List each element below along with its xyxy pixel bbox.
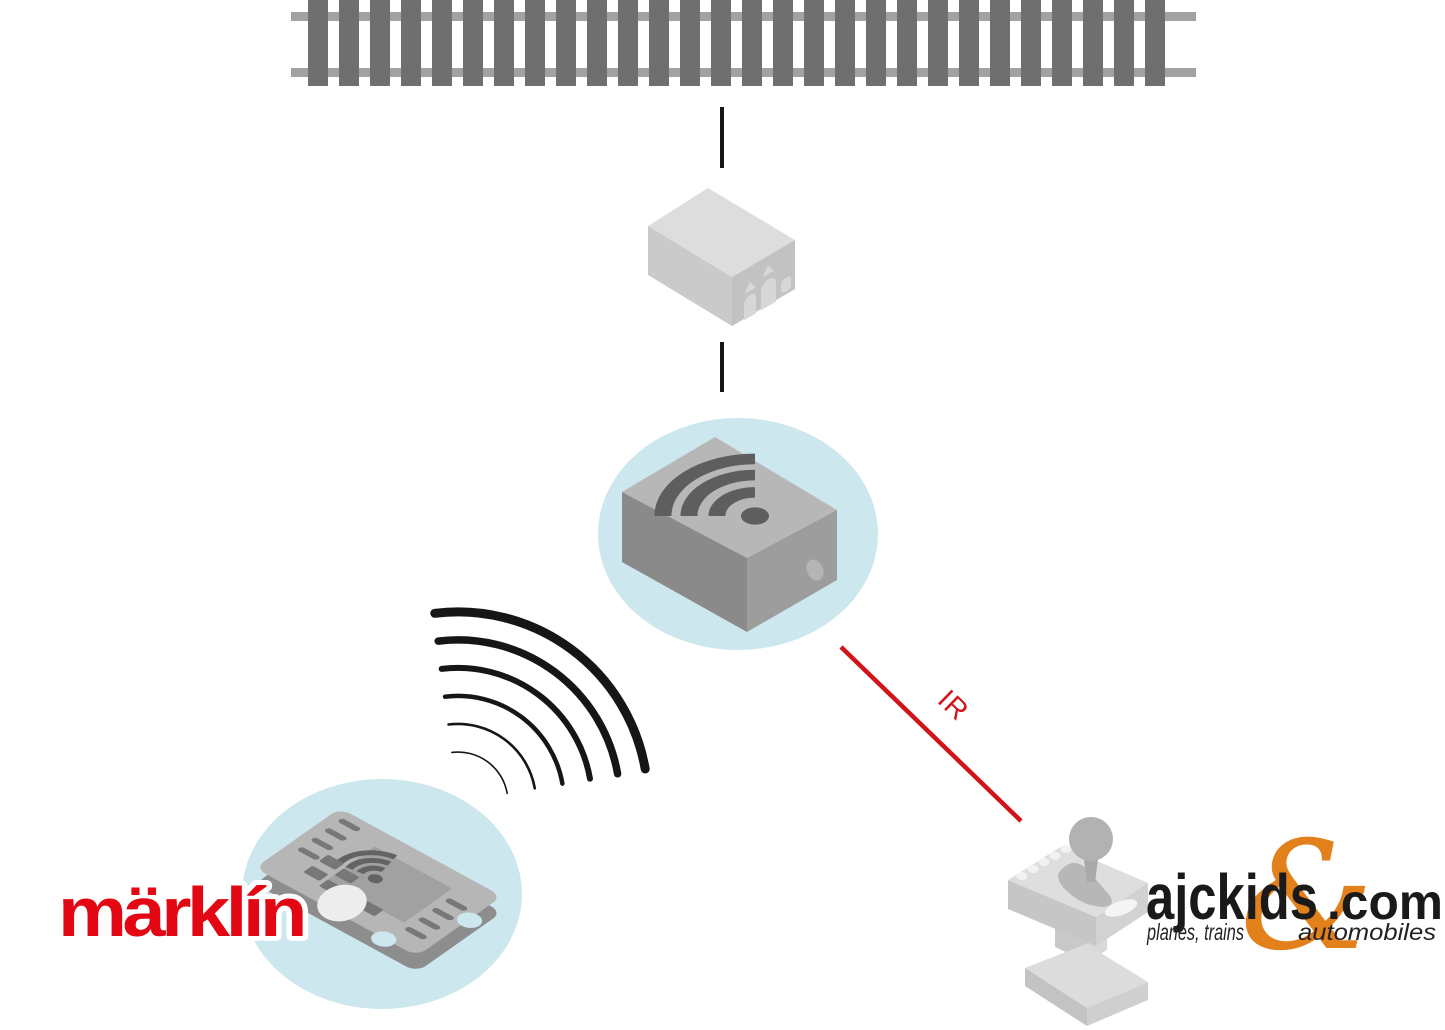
transformer-connector-symbols <box>744 265 791 321</box>
track-icon <box>291 0 1196 86</box>
joystick-ball <box>1069 817 1113 861</box>
joystick-buttons <box>1016 845 1072 880</box>
transformer-left-face <box>648 226 732 326</box>
joystick-base-left <box>1025 968 1087 1026</box>
wifi-icon-small <box>334 850 398 884</box>
ir-line <box>839 645 1023 823</box>
ir-link: IR <box>839 645 1023 823</box>
joystick-icon <box>1008 817 1148 1026</box>
ajckids-logo: & ajckids .com planes, trains automobile… <box>1146 810 1443 984</box>
ajckids-tld: .com <box>1327 874 1443 930</box>
decoder-icon <box>242 779 522 1009</box>
base-right-face <box>747 510 837 632</box>
joystick-lever <box>1058 862 1112 907</box>
decoder-pin-slots <box>298 818 468 940</box>
decoder-antenna-dot <box>317 884 367 922</box>
base-station-icon <box>598 418 878 650</box>
ajckids-tagline-left: planes, trains <box>1146 919 1244 945</box>
joystick-base-right <box>1087 982 1148 1026</box>
wifi-icon <box>654 453 769 525</box>
marklin-logo: märklín <box>58 873 303 951</box>
ampersand-glyph: & <box>1240 810 1374 984</box>
transformer-icon <box>648 188 795 326</box>
board-notch <box>456 912 483 928</box>
ir-label: IR <box>932 684 975 727</box>
radio-waves-icon <box>430 607 650 795</box>
base-left-face <box>622 492 747 632</box>
sleepers <box>308 0 1171 86</box>
decoder-board-top <box>260 811 497 953</box>
transformer-top-face <box>648 188 795 277</box>
ajckids-tagline-right: automobiles <box>1298 919 1437 945</box>
joystick-base-top <box>1025 944 1148 1008</box>
base-side-button <box>806 559 824 581</box>
board-notch <box>371 931 397 947</box>
decoder-pads <box>304 855 383 916</box>
ajckids-wordmark: ajckids <box>1146 861 1318 933</box>
platform-highlight <box>1104 899 1138 917</box>
joystick-platform-left <box>1008 880 1096 946</box>
